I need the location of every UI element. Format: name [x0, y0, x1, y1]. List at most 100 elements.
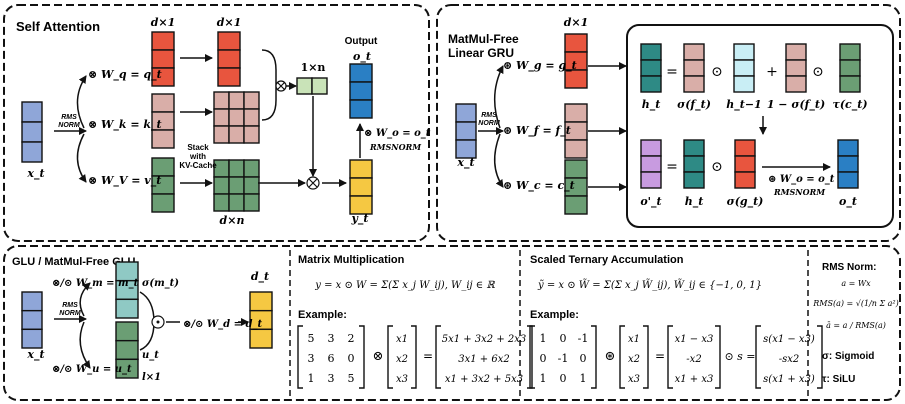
sa-rmsnorm-label: RMSNORM [369, 142, 422, 152]
gru-wo-label: ⊛ W_o = o_t [768, 174, 835, 185]
gru-h-t2: h_t [685, 195, 704, 209]
glu-u-vector-cell [115, 321, 139, 342]
matmul-mat-matrix-cell: 3 [308, 352, 315, 365]
sa-v-cache-cell [243, 176, 260, 195]
glu-rms-label: RMS [62, 302, 78, 309]
gru-x-vector [455, 103, 477, 159]
matmul-mat-vec-bracket-left [387, 325, 393, 389]
matmul-mat-result-cell: x1 + 3x2 + 5x3 [445, 374, 523, 385]
glu-u-vector [115, 321, 139, 379]
sa-v-vector [151, 157, 175, 213]
sa-curve-down [76, 133, 87, 183]
sa-dim-1xn: 1×n [301, 61, 326, 74]
gru-sigma-g: σ(g_t) [727, 195, 764, 209]
sa-q-vector-cell [151, 49, 175, 69]
ternary-mat-mid-bracket-left [667, 325, 673, 389]
matmul-mat-matrix-cell: 5 [348, 372, 355, 385]
glu-title: GLU / MatMul-Free GLU [12, 256, 136, 268]
gru-sigma-f-vector-cell [683, 43, 705, 61]
sa-q-vector-cell [151, 31, 175, 51]
rms-sigma: σ: Sigmoid [822, 351, 874, 362]
gru-sigma-f-vector-cell [683, 75, 705, 93]
sa-curve-up [76, 75, 87, 129]
gru-c-vector-cell [564, 195, 588, 215]
sa-v-cache-cell [213, 176, 230, 195]
ternary-mat-matrix-cell: -1 [578, 332, 589, 345]
ternary-mat-vec-cell: x2 [628, 354, 640, 365]
sa-q-stack-cell [217, 49, 241, 69]
matmul-title: Matrix Multiplication [298, 254, 405, 266]
glu-x-vector-cell [21, 291, 43, 312]
sa-x-vector-cell [21, 101, 43, 123]
sa-k-cache-cell [243, 108, 260, 127]
ternary-mat-vec-bracket-right [643, 325, 649, 389]
matmul-example: Example: [298, 309, 347, 321]
gru-x-t: x_t [456, 156, 474, 170]
gru-title-2: Linear GRU [448, 46, 514, 60]
gru-tau-c-vector-cell [839, 75, 861, 93]
glu-d-vector [249, 291, 273, 349]
gru-h2-vector-cell [683, 139, 705, 157]
ternary-mat-matrix-bracket-right [591, 325, 597, 389]
ternary-mat-result-bracket-right [817, 325, 823, 389]
glu-x-vector [21, 291, 43, 349]
ternary-mat-vec-cell: x1 [628, 334, 640, 345]
gru-wg-label: ⊛ W_g = g_t [503, 59, 577, 73]
sa-q-vector-cell [151, 67, 175, 87]
sa-otimes-1-x [277, 82, 285, 90]
gru-tau-c: τ(c_t) [832, 98, 867, 112]
rms-tau: τ: SiLU [822, 374, 855, 385]
ternary-mat-matrix-cell: 0 [560, 332, 567, 345]
ternary-mat-matrix-bracket-left [529, 325, 535, 389]
sa-y-vector-cell [349, 177, 373, 197]
glu-curve-down [79, 321, 91, 369]
gru-h-prev-vector-cell [733, 59, 755, 77]
gru-eq-1: = [666, 64, 678, 80]
gru-one-minus-vector-cell [785, 75, 807, 93]
glu-curve-up [79, 282, 91, 317]
gru-o-vector-cell [837, 171, 859, 189]
rms-line-2: RMS(a) = √(1/n Σ a²) [812, 299, 899, 308]
sa-dim-dx1: d×1 [151, 16, 176, 29]
gru-g-vector-cell [564, 33, 588, 53]
gru-panel [436, 4, 901, 242]
sa-stack-1: Stack [187, 143, 209, 152]
matmul-mat-matrix-cell: 6 [328, 352, 335, 365]
sa-q-stack-cell [217, 31, 241, 51]
sa-v-cache-cell [228, 159, 245, 178]
ternary-mat-mid-cell: -x2 [686, 354, 701, 365]
matmul-mat-matrix-cell: 0 [348, 352, 355, 365]
glu-wu-label: ⊗/⊙ W_u = u_t [52, 364, 132, 375]
sa-stack-3: KV-Cache [179, 161, 217, 170]
sa-v-vector-cell [151, 193, 175, 213]
ternary-mat-matrix-cell: 1 [540, 332, 547, 345]
sa-dim-dx1b: d×1 [217, 16, 242, 29]
gru-h-vector-cell [640, 59, 662, 77]
glu-odot-dot [156, 320, 160, 324]
sa-k-vector-cell [151, 93, 175, 113]
sa-brace [261, 49, 277, 121]
sa-q-stack-cell [217, 67, 241, 87]
sa-v-cache-cell [228, 176, 245, 195]
sa-y-vector [349, 159, 373, 215]
ternary-mat-vec-cell: x3 [628, 374, 640, 385]
glu-m-vector [115, 261, 139, 319]
gru-wf-label: ⊛ W_f = f_t [503, 124, 571, 138]
rms-line-3: ā = a / RMS(a) [826, 321, 886, 330]
gru-h-vector-cell [640, 75, 662, 93]
gru-eq-2: = [666, 159, 678, 175]
gru-wc-label: ⊛ W_c = c_t [503, 179, 575, 193]
gru-sigma-g-vector [734, 139, 756, 189]
sa-output-vector-cell [349, 63, 373, 83]
glu-x-t: x_t [26, 348, 44, 362]
ternary-mat-matrix-cell: 0 [540, 352, 547, 365]
gru-tau-c-vector [839, 43, 861, 93]
gru-tau-c-vector-cell [839, 59, 861, 77]
matmul-mat-result-bracket-left [435, 325, 441, 389]
glu-sigma-m: σ(m_t) [142, 278, 179, 289]
sa-k-cache-cell [228, 125, 245, 144]
ternary-formula: ỹ = x ⊙ W̃ = Σ(Σ x_j W̃_ij), W̃_ij ∈ {−1… [537, 279, 762, 291]
sa-wo-label: ⊗ W_o = o_t [364, 128, 431, 139]
ternary-mat-mid-cell: x1 + x3 [675, 374, 714, 385]
gru-odot-1: ⊙ [711, 64, 723, 80]
